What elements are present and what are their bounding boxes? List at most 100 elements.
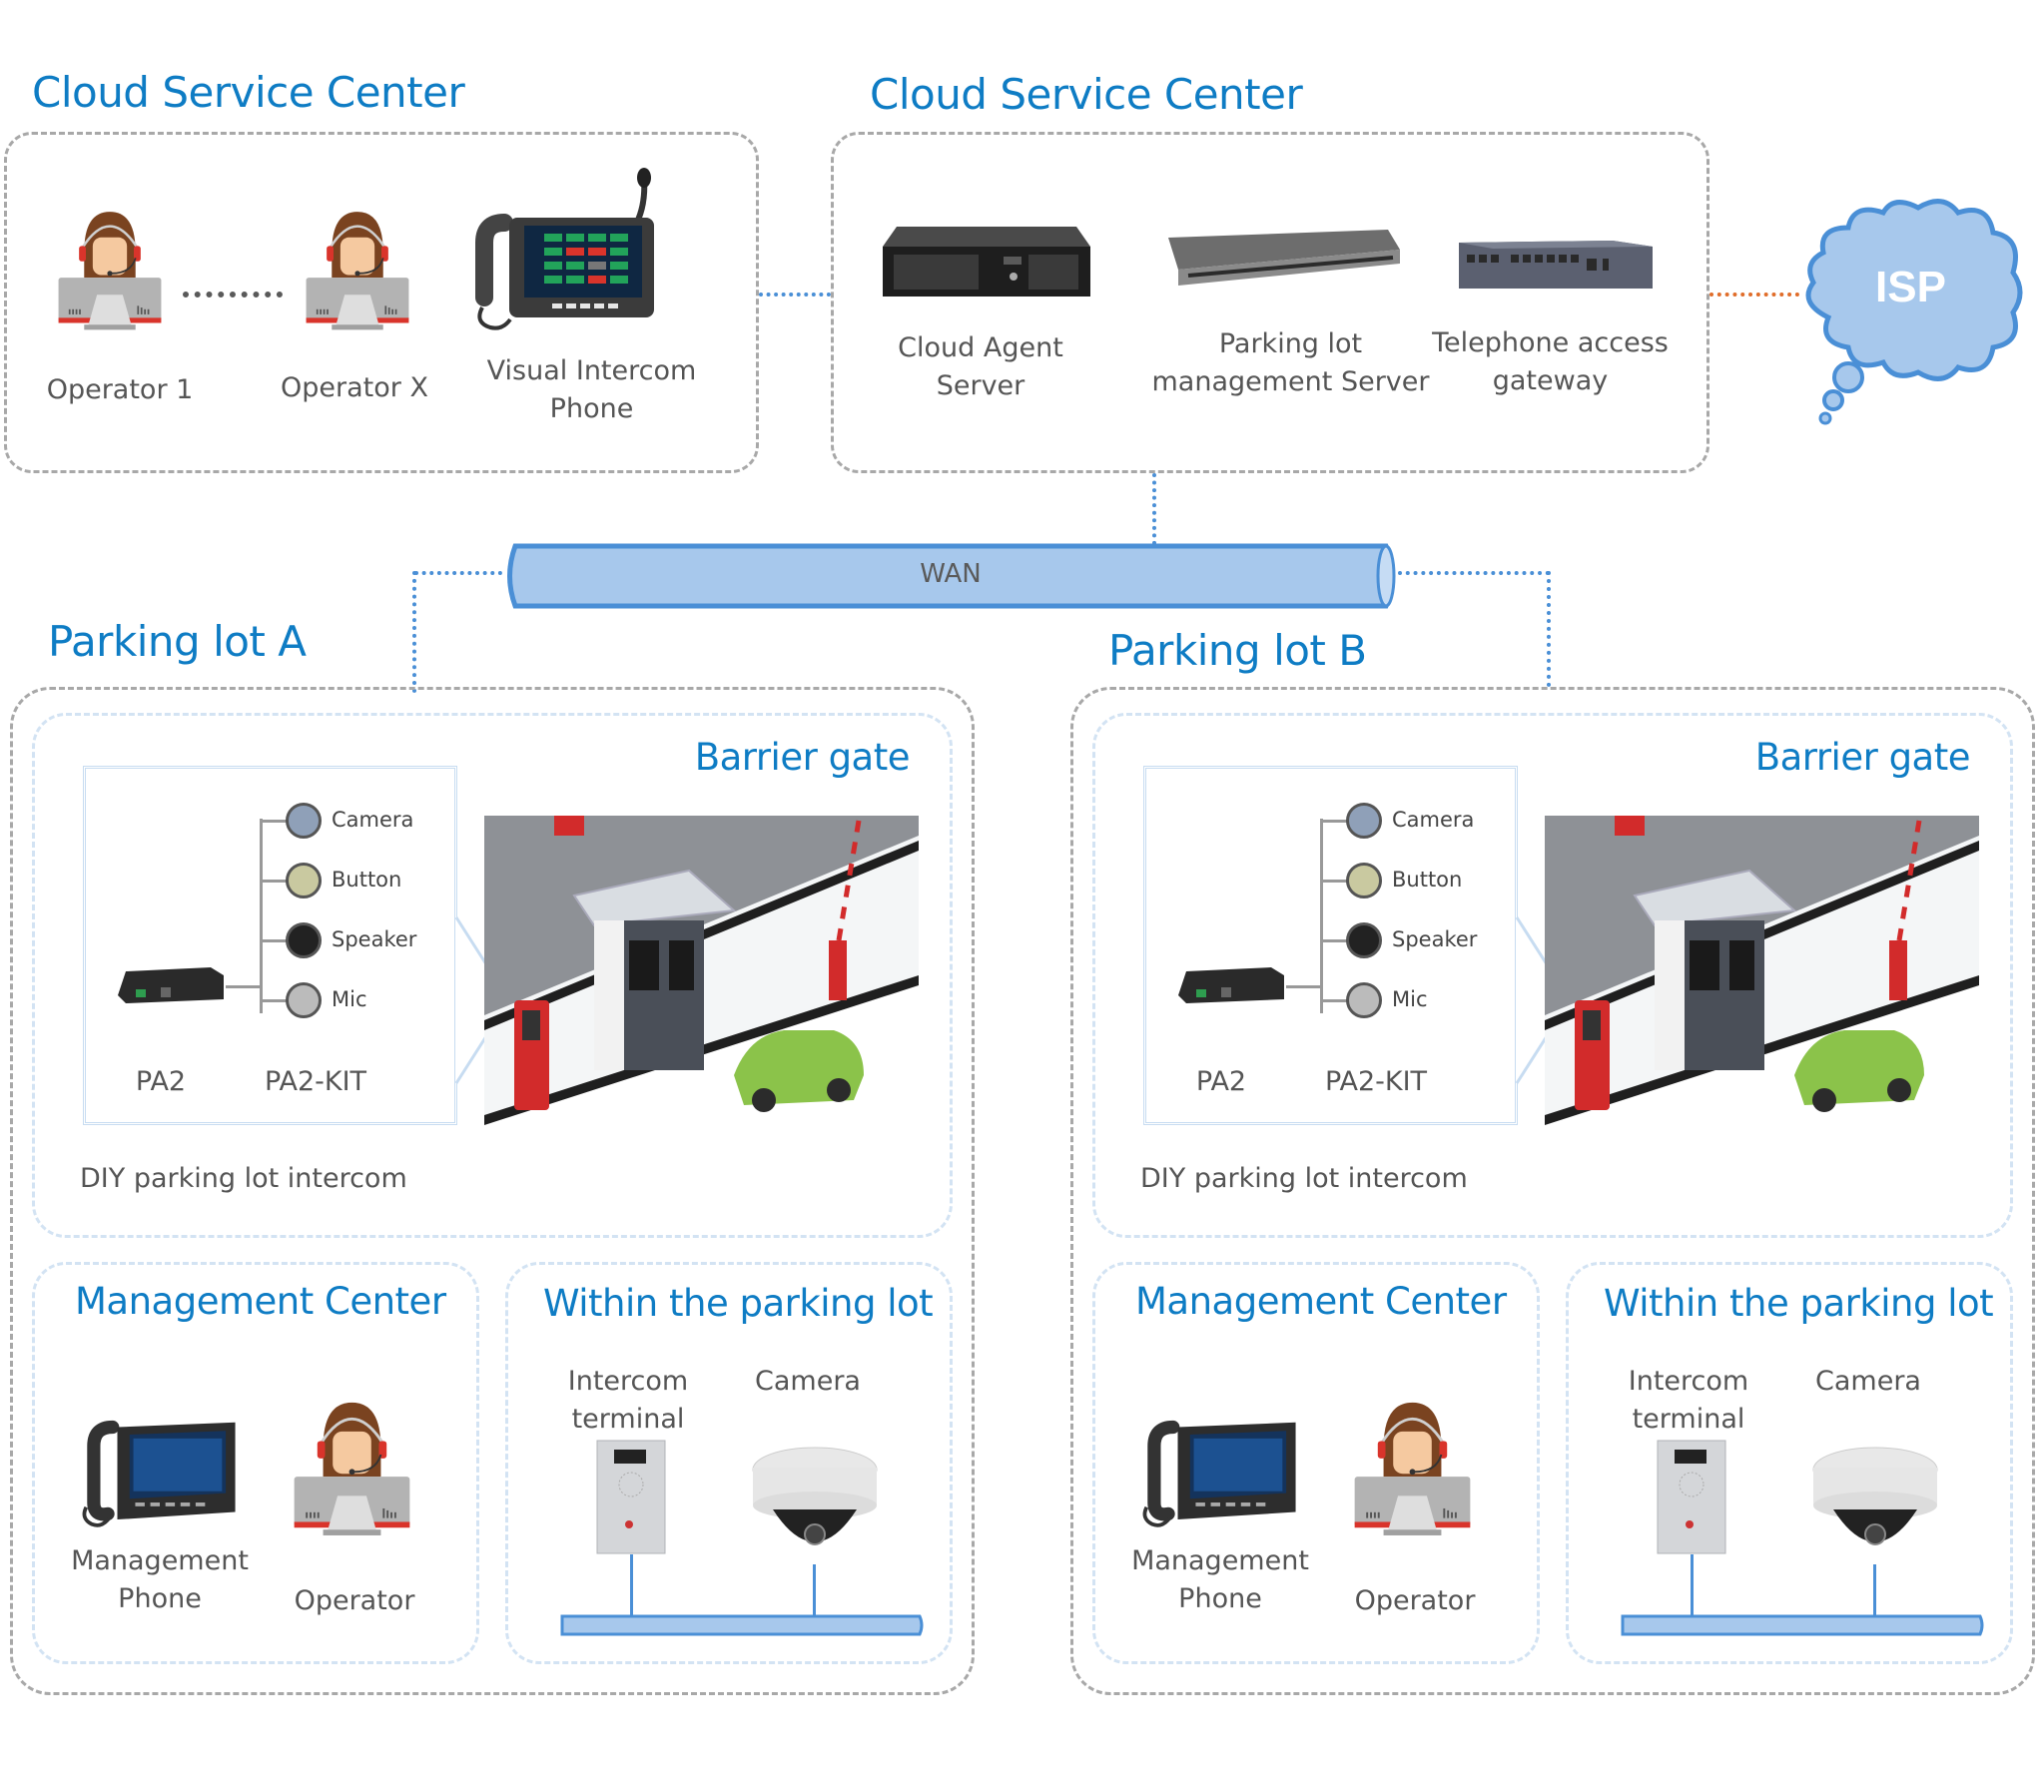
isp-link-connector [1709,293,1799,297]
operator-ellipsis-connector [183,292,283,298]
management-phone-label-line2: Phone [1178,1583,1262,1614]
telephone-access-gateway-label-line1: Telephone access [1432,327,1669,358]
kit-item-connector [1320,820,1350,823]
pa2-kit-bus [260,819,263,1013]
cloud-service-center-box-right [831,132,1709,473]
telephone-access-gateway-label: Telephone access gateway [1428,324,1673,400]
operator-icon [285,1390,419,1544]
kit-camera-icon [286,803,322,839]
kit-speaker-icon [286,922,322,958]
kit-item: Speaker [1320,920,1520,960]
management-phone-label: Management Phone [60,1542,260,1618]
kit-item-connector [260,939,290,942]
kit-item: Camera [260,801,459,841]
parking-lot-management-server-label: Parking lot management Server [1138,325,1443,401]
dome-camera-icon [748,1440,883,1564]
kit-item-connector [260,999,290,1002]
kit-item-label: Speaker [332,927,417,951]
cloud-agent-server-label: Cloud Agent Server [861,329,1100,405]
visual-intercom-phone-label-line2: Phone [549,393,634,424]
kit-item: Button [1320,861,1520,900]
kit-item: Mic [260,980,459,1020]
dome-camera-icon [1808,1440,1943,1564]
telephone-access-gateway-label-line2: gateway [1492,365,1609,396]
management-phone-label-line1: Management [1131,1545,1309,1576]
intercom-drop-line [630,1554,633,1616]
kit-item-label: Speaker [1392,927,1478,951]
operator-1-label: Operator 1 [46,374,194,405]
within-parking-lot-title: Within the parking lot [1604,1282,1994,1325]
kit-item-label: Button [332,868,402,892]
wan-left-connector-v [412,571,416,693]
within-parking-lot-panel: Within the parking lot Intercom terminal… [505,1262,953,1664]
pa2-label: PA2 [1195,1066,1247,1097]
intercom-terminal-icon [1657,1440,1726,1554]
telephone-access-gateway-icon [1453,237,1658,295]
lan-pipe [1619,1614,1986,1636]
camera-label: Camera [1815,1366,1921,1397]
pa2-kit-connector [226,985,260,988]
kit-item-connector [260,820,290,823]
barrier-gate-illustration [484,816,919,1150]
operator-label: Operator [1354,1585,1476,1616]
barrier-gate-illustration [1545,816,1979,1150]
isp-label: ISP [1875,263,1946,311]
kit-item: Camera [1320,801,1520,841]
kit-item-connector [1320,999,1350,1002]
diy-intercom-caption: DIY parking lot intercom [1140,1163,1468,1194]
parking-lot-management-server-label-line2: management Server [1151,366,1430,397]
pa2-kit-label: PA2-KIT [1324,1066,1428,1097]
visual-intercom-phone-label: Visual Intercom Phone [459,352,724,428]
isp-cloud: ISP [1793,193,2027,427]
wan-label: WAN [920,559,982,589]
parking-lot-title: Parking lot B [1108,626,1367,675]
kit-button-icon [286,863,322,898]
cloud-link-connector [759,293,831,297]
isp-cloud-icon [1805,199,2023,425]
kit-item-connector [1320,880,1350,883]
kit-camera-icon [1346,803,1382,839]
barrier-gate-title: Barrier gate [694,736,911,779]
management-center-title: Management Center [75,1280,446,1323]
management-center-title: Management Center [1135,1280,1507,1323]
management-center-panel: Management Center Management Phone Opera… [1092,1262,1540,1664]
kit-item-label: Mic [1392,987,1428,1011]
operator-label: Operator [294,1585,415,1616]
pa2-kit-connector [1286,985,1320,988]
kit-item-label: Mic [332,987,367,1011]
parking-lot-title: Parking lot A [48,617,307,666]
intercom-terminal-label-line2: terminal [1632,1404,1745,1435]
kit-button-icon [1346,863,1382,898]
management-center-panel: Management Center Management Phone Opera… [32,1262,479,1664]
cloud-service-center-title-left: Cloud Service Center [32,68,465,117]
kit-item-label: Camera [332,808,414,832]
parking-lot-management-server-label-line1: Parking lot [1218,328,1363,359]
operator-1-icon [50,197,170,341]
pa2-device-icon [116,963,226,1008]
intercom-terminal-label-line1: Intercom [1628,1366,1749,1397]
wan-left-connector-h [414,571,502,575]
kit-mic-icon [286,982,322,1018]
kit-speaker-icon [1346,922,1382,958]
operator-icon [1345,1390,1480,1544]
intercom-terminal-label-line1: Intercom [567,1366,689,1397]
camera-drop-line [1873,1564,1876,1616]
lan-pipe [558,1614,926,1636]
wan-right-connector-h [1398,571,1550,575]
kit-mic-icon [1346,982,1382,1018]
pa2-device-icon [1176,963,1286,1008]
wan-right-connector-v [1547,571,1551,687]
intercom-drop-line [1691,1554,1694,1616]
intercom-terminal-icon [596,1440,666,1554]
cloud-agent-server-icon [879,225,1093,299]
management-phone-label: Management Phone [1120,1542,1320,1618]
barrier-gate-title: Barrier gate [1754,736,1971,779]
cloud-service-center-title-right: Cloud Service Center [870,70,1303,119]
kit-item: Mic [1320,980,1520,1020]
kit-item-label: Camera [1392,808,1475,832]
